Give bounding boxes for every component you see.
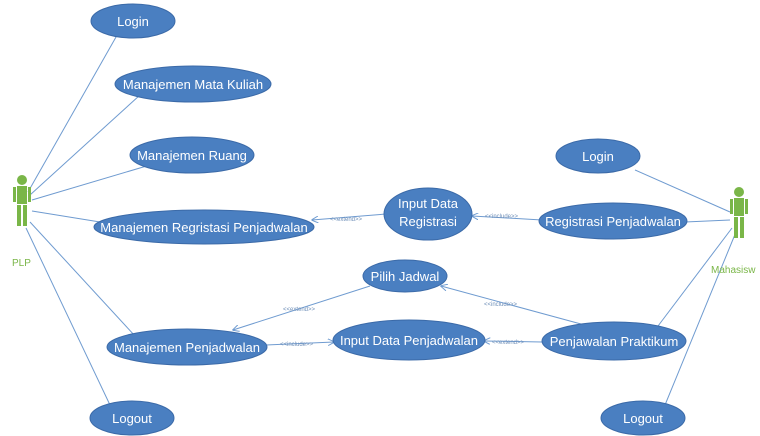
- mahasiswa-associations: [634, 169, 737, 406]
- usecase-input-data-penjadwalan[interactable]: Input Data Penjadwalan: [332, 319, 486, 361]
- usecase-registrasi-penjadwalan-label: Registrasi Penjadwalan: [545, 214, 681, 229]
- actor-plp-head: [17, 175, 27, 185]
- assoc-plp-penjadwalan: [29, 221, 136, 337]
- label-extend-pilih: <<extend>>: [283, 307, 316, 313]
- assoc-mhs-login: [634, 169, 731, 213]
- assoc-mhs-registrasi: [684, 219, 731, 223]
- usecase-manajemen-regristasi-label: Manajemen Regristasi Penjadwalan: [100, 220, 307, 235]
- plp-associations: [25, 29, 151, 406]
- usecase-login-plp-label: Login: [117, 14, 149, 29]
- arrow-include-pilih: [441, 286, 593, 328]
- actor-mahasiswa-body: [734, 198, 744, 216]
- relationship-labels: <<extend>> <<include>> <<extend>> <<incl…: [280, 214, 525, 348]
- usecase-logout-mhs-label: Logout: [623, 411, 663, 426]
- actor-plp-body: [17, 186, 27, 204]
- usecase-penjawalan-praktikum[interactable]: Penjawalan Praktikum: [541, 321, 687, 361]
- actor-mahasiswa-leg-left: [734, 217, 738, 238]
- usecase-manajemen-penjadwalan-label: Manajemen Penjadwalan: [114, 340, 260, 355]
- usecase-manajemen-mata-kuliah-label: Manajemen Mata Kuliah: [123, 77, 263, 92]
- usecase-manajemen-ruang-label: Manajemen Ruang: [137, 148, 247, 163]
- usecase-login-mhs-label: Login: [582, 149, 614, 164]
- usecase-login-mhs[interactable]: Login: [555, 138, 641, 174]
- usecase-input-data-registrasi-line1: Input Data: [398, 196, 459, 211]
- arrow-include-input-penjadwalan: [265, 342, 334, 345]
- actor-plp-leg-right: [23, 205, 27, 226]
- actor-plp: PLP: [12, 175, 31, 269]
- usecase-input-data-registrasi[interactable]: Input Data Registrasi: [383, 187, 473, 241]
- usecase-input-data-registrasi-line2: Registrasi: [399, 214, 457, 229]
- usecase-logout-mhs[interactable]: Logout: [600, 400, 686, 436]
- label-include-registrasi: <<include>>: [485, 214, 519, 220]
- arrow-extend-pilih: [233, 285, 371, 330]
- assoc-mhs-logout: [664, 231, 737, 406]
- assoc-plp-regristasi: [31, 210, 101, 223]
- usecase-registrasi-penjadwalan[interactable]: Registrasi Penjadwalan: [538, 202, 688, 240]
- usecase-login-plp[interactable]: Login: [90, 3, 176, 39]
- usecase-pilih-jadwal[interactable]: Pilih Jadwal: [362, 259, 448, 293]
- usecase-penjawalan-praktikum-label: Penjawalan Praktikum: [550, 334, 679, 349]
- actor-mahasiswa: Mahasisw: [711, 187, 756, 276]
- label-extend-input-penjadwalan: <<extend>>: [492, 340, 525, 346]
- arrow-extend-registrasi: [312, 213, 387, 220]
- label-extend-registrasi: <<extend>>: [330, 217, 363, 223]
- actor-mahasiswa-arm-right: [745, 199, 748, 214]
- actor-plp-leg-left: [17, 205, 21, 226]
- arrow-include-registrasi: [472, 216, 543, 221]
- actor-plp-arm-right: [28, 187, 31, 202]
- usecase-input-data-penjadwalan-label: Input Data Penjadwalan: [340, 333, 478, 348]
- assoc-plp-login: [27, 29, 121, 193]
- arrow-extend-input-penjadwalan: [484, 341, 543, 342]
- usecase-manajemen-penjadwalan[interactable]: Manajemen Penjadwalan: [106, 328, 268, 366]
- usecase-manajemen-ruang[interactable]: Manajemen Ruang: [129, 136, 255, 174]
- assoc-mhs-penjawalan: [654, 227, 733, 331]
- usecase-logout-plp[interactable]: Logout: [89, 400, 175, 436]
- actor-plp-arm-left: [13, 187, 16, 202]
- actor-mahasiswa-arm-left: [730, 199, 733, 214]
- assoc-plp-mata-kuliah: [29, 94, 141, 196]
- actor-plp-label: PLP: [12, 258, 31, 269]
- relationship-arrows: [233, 213, 593, 345]
- usecase-pilih-jadwal-label: Pilih Jadwal: [371, 269, 440, 284]
- usecase-manajemen-mata-kuliah[interactable]: Manajemen Mata Kuliah: [114, 65, 272, 103]
- assoc-plp-logout: [25, 227, 111, 406]
- actor-mahasiswa-head: [734, 187, 744, 197]
- label-include-input-penjadwalan: <<include>>: [280, 342, 314, 348]
- actor-mahasiswa-label: Mahasisw: [711, 265, 756, 276]
- usecase-logout-plp-label: Logout: [112, 411, 152, 426]
- label-include-pilih: <<include>>: [484, 302, 518, 308]
- assoc-plp-ruang: [31, 164, 151, 201]
- usecase-manajemen-regristasi-penjadwalan[interactable]: Manajemen Regristasi Penjadwalan: [93, 209, 315, 245]
- actor-mahasiswa-leg-right: [740, 217, 744, 238]
